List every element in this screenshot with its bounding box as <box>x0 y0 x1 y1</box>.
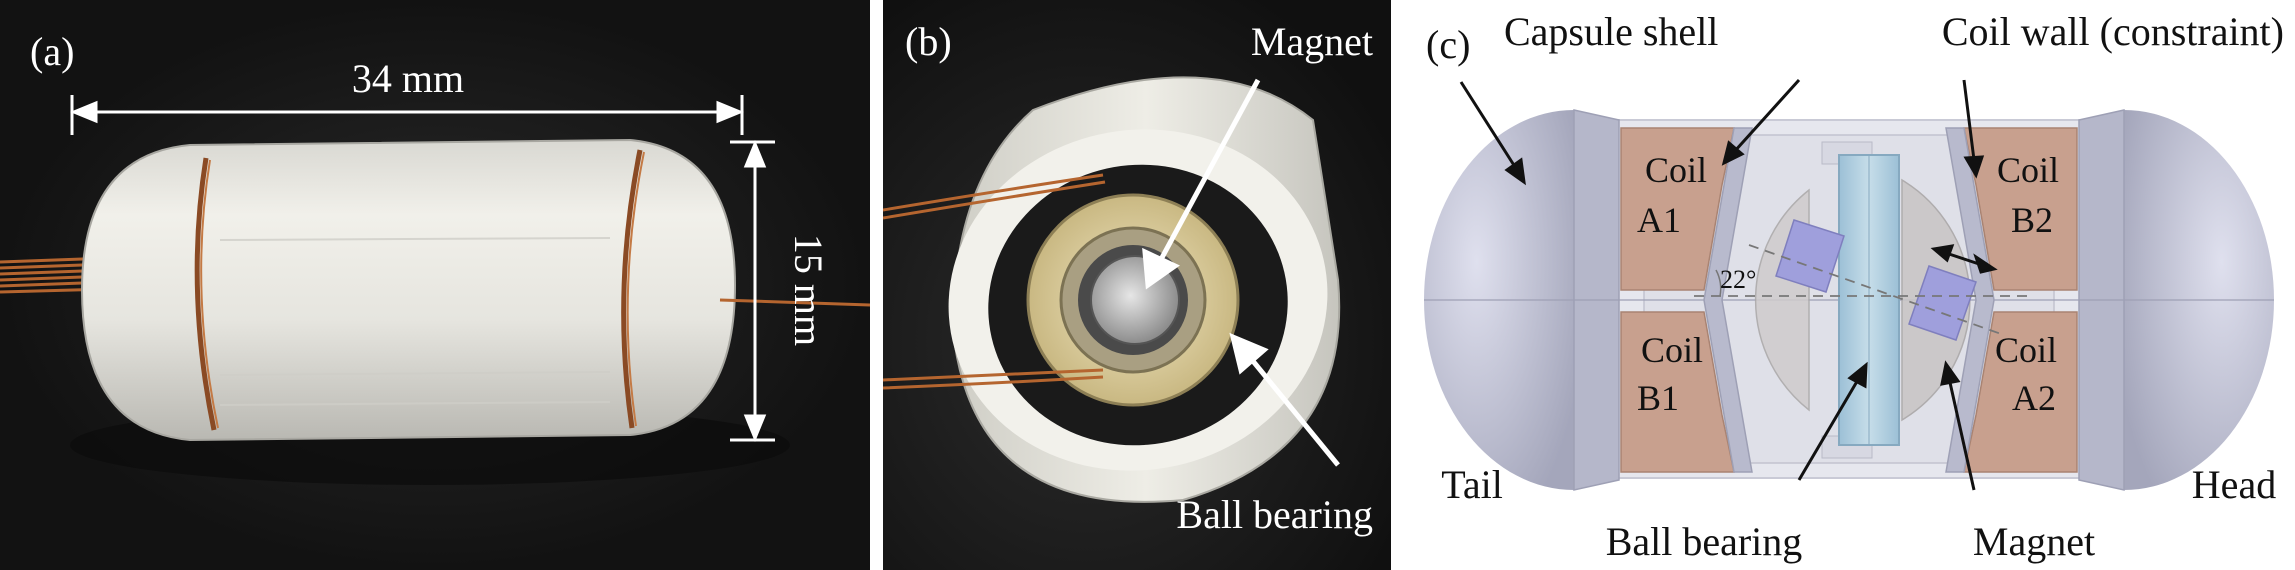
panel-c-tag: (c) <box>1426 22 1470 67</box>
coil-wall-label: Coil wall (constraint) <box>1942 9 2284 54</box>
panel-b-photo: (b) Magnet Ball bearing <box>883 0 1391 570</box>
angle-label: 22° <box>1720 265 1756 294</box>
capsule-shell-label: Capsule shell <box>1504 9 1718 54</box>
bearing-arrow <box>1246 353 1340 467</box>
panel-c-schematic: (c) Capsule shell Coil wall (constraint)… <box>1404 0 2295 570</box>
right-seam <box>621 149 643 429</box>
coil-b2 <box>1963 127 2078 291</box>
coil-b1 <box>1620 311 1735 473</box>
coil-wall-left <box>1703 127 1753 473</box>
panel-a-tag: (a) <box>30 29 74 74</box>
coil-b2-line1: Coil <box>1997 150 2059 190</box>
capsule-side-photo: (a) 34 mm 15 mm <box>0 0 870 570</box>
head-label: Head <box>2192 462 2276 507</box>
coil-b1-line2: B1 <box>1637 378 1679 418</box>
coil-a2-line1: Coil <box>1995 330 2057 370</box>
bearing-label: Ball bearing <box>1176 492 1373 537</box>
copper-wires <box>883 173 1106 390</box>
left-seam <box>194 157 217 431</box>
diameter-label: 15 mm <box>786 234 831 346</box>
magnet-label: Magnet <box>1251 19 1373 64</box>
coil-a1-line2: A1 <box>1637 200 1681 240</box>
capsule-schematic: (c) Capsule shell Coil wall (constraint)… <box>1424 9 2284 564</box>
coil-a1 <box>1620 127 1735 291</box>
capsule-end-photo: (b) Magnet Ball bearing <box>883 0 1391 570</box>
copper-wire-right <box>719 298 870 307</box>
coil-wall-right <box>1945 127 1995 473</box>
ball-bearing-label: Ball bearing <box>1606 519 1803 564</box>
panel-a-photo: (a) 34 mm 15 mm <box>0 0 870 570</box>
length-label: 34 mm <box>352 56 464 101</box>
coil-a1-line1: Coil <box>1645 150 1707 190</box>
panel-b-tag: (b) <box>905 19 952 64</box>
length-dimension <box>70 95 744 135</box>
coil-a2-line2: A2 <box>2012 378 2056 418</box>
magnet-arrow <box>1155 78 1261 267</box>
diameter-dimension <box>730 140 775 442</box>
coil-b2-line2: B2 <box>2011 200 2053 240</box>
motion-arrow <box>1930 244 1998 274</box>
magnet-label: Magnet <box>1973 519 2095 564</box>
tail-label: Tail <box>1441 462 1503 507</box>
coil-b1-line1: Coil <box>1641 330 1703 370</box>
coil-a2 <box>1963 311 2078 473</box>
capsule-body <box>80 138 737 442</box>
